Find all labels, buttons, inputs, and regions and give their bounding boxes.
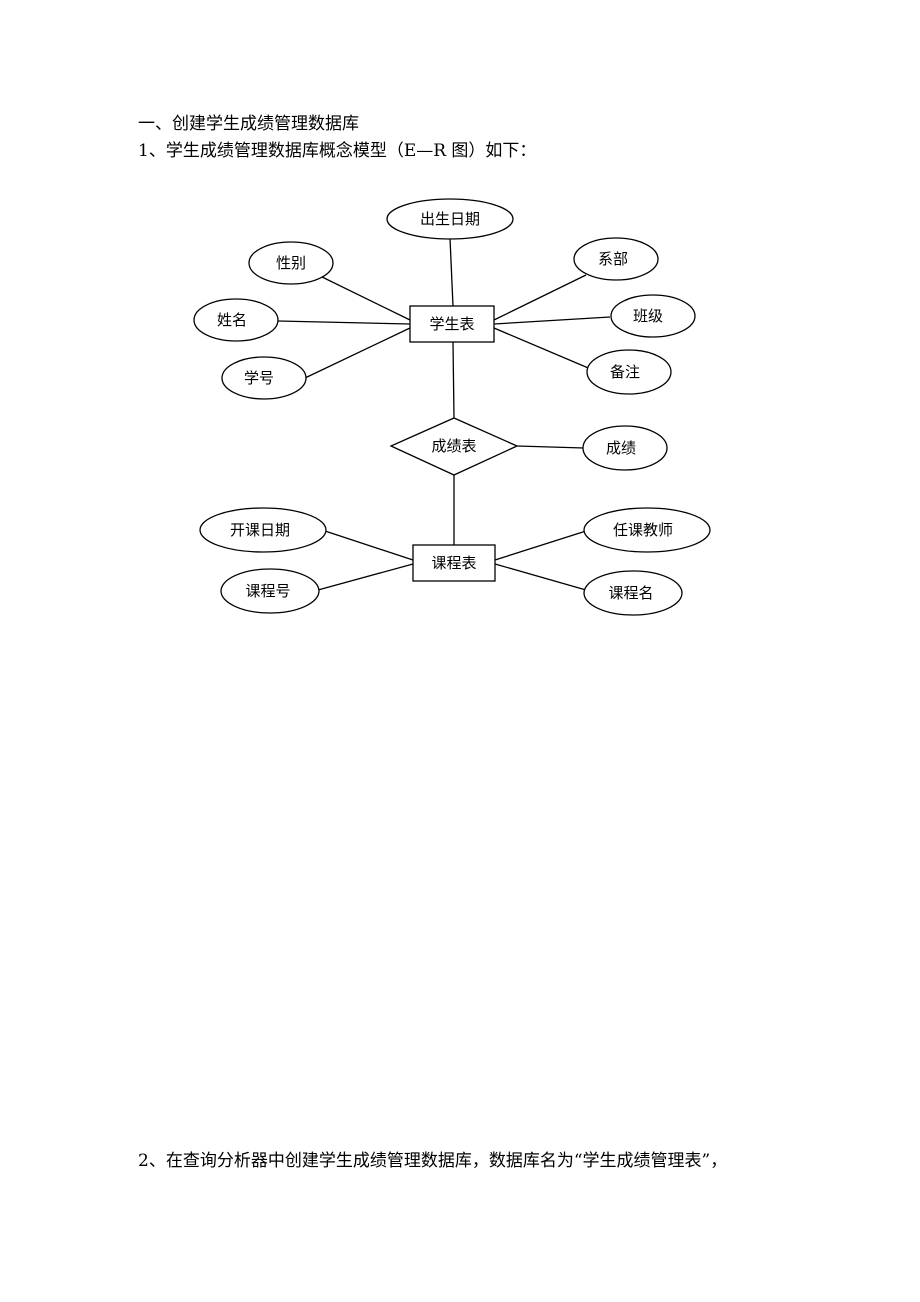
attribute-name: 姓名	[193, 298, 279, 342]
attribute-department-label: 系部	[598, 250, 628, 268]
attribute-gender: 性别	[248, 241, 334, 285]
attribute-birth-date: 出生日期	[386, 198, 514, 240]
entity-student: 学生表	[409, 305, 495, 343]
attribute-student-id: 学号	[221, 356, 307, 400]
er-diagram: 学生表 成绩表 课程表 出生日期 性别 姓名 学号 系部 班级 备注 成绩	[193, 198, 711, 616]
attribute-gender-label: 性别	[276, 254, 306, 272]
edge-student-grade	[452, 341, 455, 419]
attribute-student-id-label: 学号	[244, 369, 274, 387]
attribute-score: 成绩	[582, 425, 668, 471]
attribute-class-label: 班级	[633, 307, 663, 325]
attribute-teacher: 任课教师	[583, 507, 711, 553]
edge-student-birth-date	[449, 237, 454, 307]
edge-student-id	[304, 327, 411, 379]
edge-student-class	[493, 316, 611, 325]
edge-student-gender	[317, 274, 411, 321]
edge-student-department	[493, 274, 587, 321]
edge-student-name	[277, 320, 411, 325]
attribute-course-name-label: 课程名	[608, 584, 653, 602]
attribute-course-id-label: 课程号	[245, 582, 290, 600]
edge-course-id	[317, 563, 414, 591]
attribute-name-label: 姓名	[217, 311, 247, 329]
attribute-birth-date-label: 出生日期	[420, 210, 480, 228]
attribute-course-start-date: 开课日期	[199, 507, 327, 553]
edge-student-remarks	[493, 327, 594, 371]
section-2-text: 2、在查询分析器中创建学生成绩管理数据库，数据库名为“学生成绩管理表”，	[138, 1151, 728, 1171]
entity-student-label: 学生表	[429, 315, 474, 333]
er-edges	[277, 237, 611, 591]
attribute-remarks-label: 备注	[610, 363, 640, 381]
edge-course-teacher	[494, 530, 587, 561]
attribute-course-id: 课程号	[220, 568, 320, 614]
attribute-score-label: 成绩	[606, 439, 636, 457]
entity-course: 课程表	[412, 544, 496, 582]
subheading: 1、学生成绩管理数据库概念模型（E—R 图）如下：	[138, 141, 537, 161]
attribute-teacher-label: 任课教师	[613, 521, 673, 539]
attribute-department: 系部	[573, 237, 659, 281]
entity-course-label: 课程表	[431, 554, 476, 572]
edge-course-name	[494, 563, 587, 591]
attribute-class: 班级	[610, 294, 696, 338]
heading: 一、创建学生成绩管理数据库	[138, 114, 359, 134]
edge-course-start-date	[324, 530, 414, 561]
attribute-course-start-date-label: 开课日期	[230, 521, 290, 539]
attribute-course-name: 课程名	[583, 570, 683, 616]
relationship-grade-label: 成绩表	[431, 437, 476, 455]
relationship-grade: 成绩表	[389, 417, 519, 476]
attribute-remarks: 备注	[586, 349, 672, 395]
edge-grade-score	[516, 445, 585, 449]
